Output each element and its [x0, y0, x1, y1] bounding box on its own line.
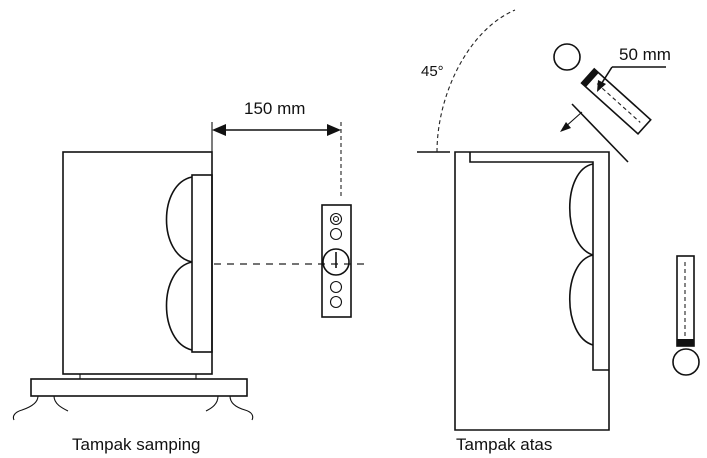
side-view-lamp-lower: [165, 261, 193, 351]
top-view-caption: Tampak atas: [456, 435, 552, 454]
sensor-cell-5: [329, 295, 343, 309]
vertical-sensor-cap: [677, 339, 694, 346]
side-view-right-leg-2: [205, 395, 219, 412]
angle-45-arc: [436, 9, 516, 153]
side-view-base-platform: [30, 378, 248, 397]
sensor-cell-2: [329, 227, 343, 241]
side-view-left-leg: [12, 395, 39, 421]
angled-sensor: [580, 67, 652, 136]
dimension-150mm-arrow-left: [212, 124, 226, 136]
side-view-caption: Tampak samping: [72, 435, 201, 454]
angle-45-label: 45°: [421, 63, 444, 80]
angled-sensor-cap: [581, 68, 599, 88]
vertical-sensor-bulb: [672, 348, 700, 376]
top-view-door-strip: [469, 152, 609, 371]
dimension-150mm-label: 150 mm: [244, 99, 305, 118]
top-view-cabinet: [454, 151, 610, 431]
top-view-45-reference-line: [571, 103, 629, 163]
side-view-left-leg-2: [53, 395, 69, 412]
sensor-cell-main: [322, 248, 350, 276]
side-view-right-leg: [229, 395, 254, 421]
angled-sensor-bulb: [553, 43, 581, 71]
side-view-lamp-upper: [165, 176, 193, 263]
side-view-door-panel: [191, 174, 213, 353]
offset-arrow-head: [560, 122, 571, 132]
sensor-cell-1: [329, 212, 343, 226]
dimension-150mm-arrow-right: [327, 124, 341, 136]
sensor-cell-1-inner: [332, 215, 340, 223]
top-view-lamp-upper: [568, 163, 594, 256]
top-view-lamp-lower: [568, 254, 594, 346]
side-view: 150 mm Tampak samping: [12, 99, 368, 454]
top-view: 45° 50 mm Tampak atas: [417, 9, 700, 454]
offset-label-pointer-head: [597, 80, 606, 92]
angled-sensor-scale: [596, 83, 641, 123]
sensor-cell-4: [329, 280, 343, 294]
side-view-sensor-bar: [321, 204, 352, 318]
offset-50mm-label: 50 mm: [619, 45, 671, 64]
